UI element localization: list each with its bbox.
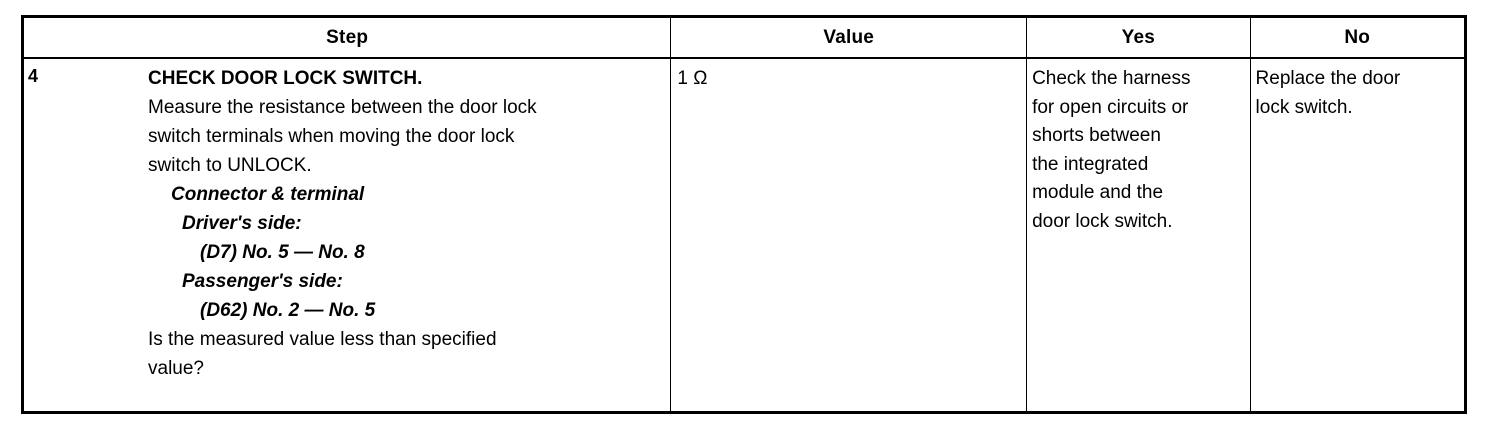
yes-line-6: door lock switch. xyxy=(1032,210,1173,232)
no-line-2: lock switch. xyxy=(1255,96,1353,118)
passengers-side-label: Passenger's side: xyxy=(182,271,343,292)
diagnostic-table: Step Value Yes No 4 CHECK DOOR LOCK SWIT… xyxy=(21,15,1467,414)
column-header-value: Value xyxy=(670,16,1028,59)
table-header-row: Step Value Yes No xyxy=(21,16,1467,59)
yes-action-text: Check the harness for open circuits or s… xyxy=(1027,59,1249,236)
step-question-line-1: Is the measured value less than specifie… xyxy=(148,329,497,350)
drivers-side-terminals: (D7) No. 5 — No. 8 xyxy=(200,242,365,263)
yes-line-5: module and the xyxy=(1032,182,1164,203)
cell-no: Replace the door lock switch. xyxy=(1249,57,1467,413)
yes-line-4: the integrated xyxy=(1032,153,1149,175)
value-specification: 1 Ω xyxy=(677,68,708,89)
step-title: CHECK DOOR LOCK SWITCH. xyxy=(148,68,423,89)
column-header-yes: Yes xyxy=(1026,16,1251,59)
table-row: 4 CHECK DOOR LOCK SWITCH. Measure the re… xyxy=(21,57,1467,413)
yes-line-2: for open circuits or xyxy=(1032,96,1189,118)
cell-value: 1 Ω xyxy=(670,57,1028,413)
no-line-1: Replace the door xyxy=(1255,68,1401,89)
column-header-no: No xyxy=(1249,16,1467,59)
drivers-side-label: Driver's side: xyxy=(182,213,302,234)
step-instruction-line-3: switch to UNLOCK. xyxy=(148,155,312,176)
yes-line-1: Check the harness xyxy=(1032,68,1191,89)
step-instruction-line-1: Measure the resistance between the door … xyxy=(148,97,537,118)
step-number: 4 xyxy=(28,66,39,86)
cell-yes: Check the harness for open circuits or s… xyxy=(1026,57,1251,413)
yes-line-3: shorts between xyxy=(1032,125,1161,146)
cell-step: 4 CHECK DOOR LOCK SWITCH. Measure the re… xyxy=(21,57,672,413)
no-action-text: Replace the door lock switch. xyxy=(1251,59,1464,122)
step-content: CHECK DOOR LOCK SWITCH. Measure the resi… xyxy=(148,64,664,383)
step-question-line-2: value? xyxy=(148,358,204,379)
passengers-side-terminals: (D62) No. 2 — No. 5 xyxy=(200,300,376,321)
column-header-step: Step xyxy=(21,16,672,59)
step-instruction-line-2: switch terminals when moving the door lo… xyxy=(148,126,515,147)
connector-terminal-heading: Connector & terminal xyxy=(171,184,365,205)
